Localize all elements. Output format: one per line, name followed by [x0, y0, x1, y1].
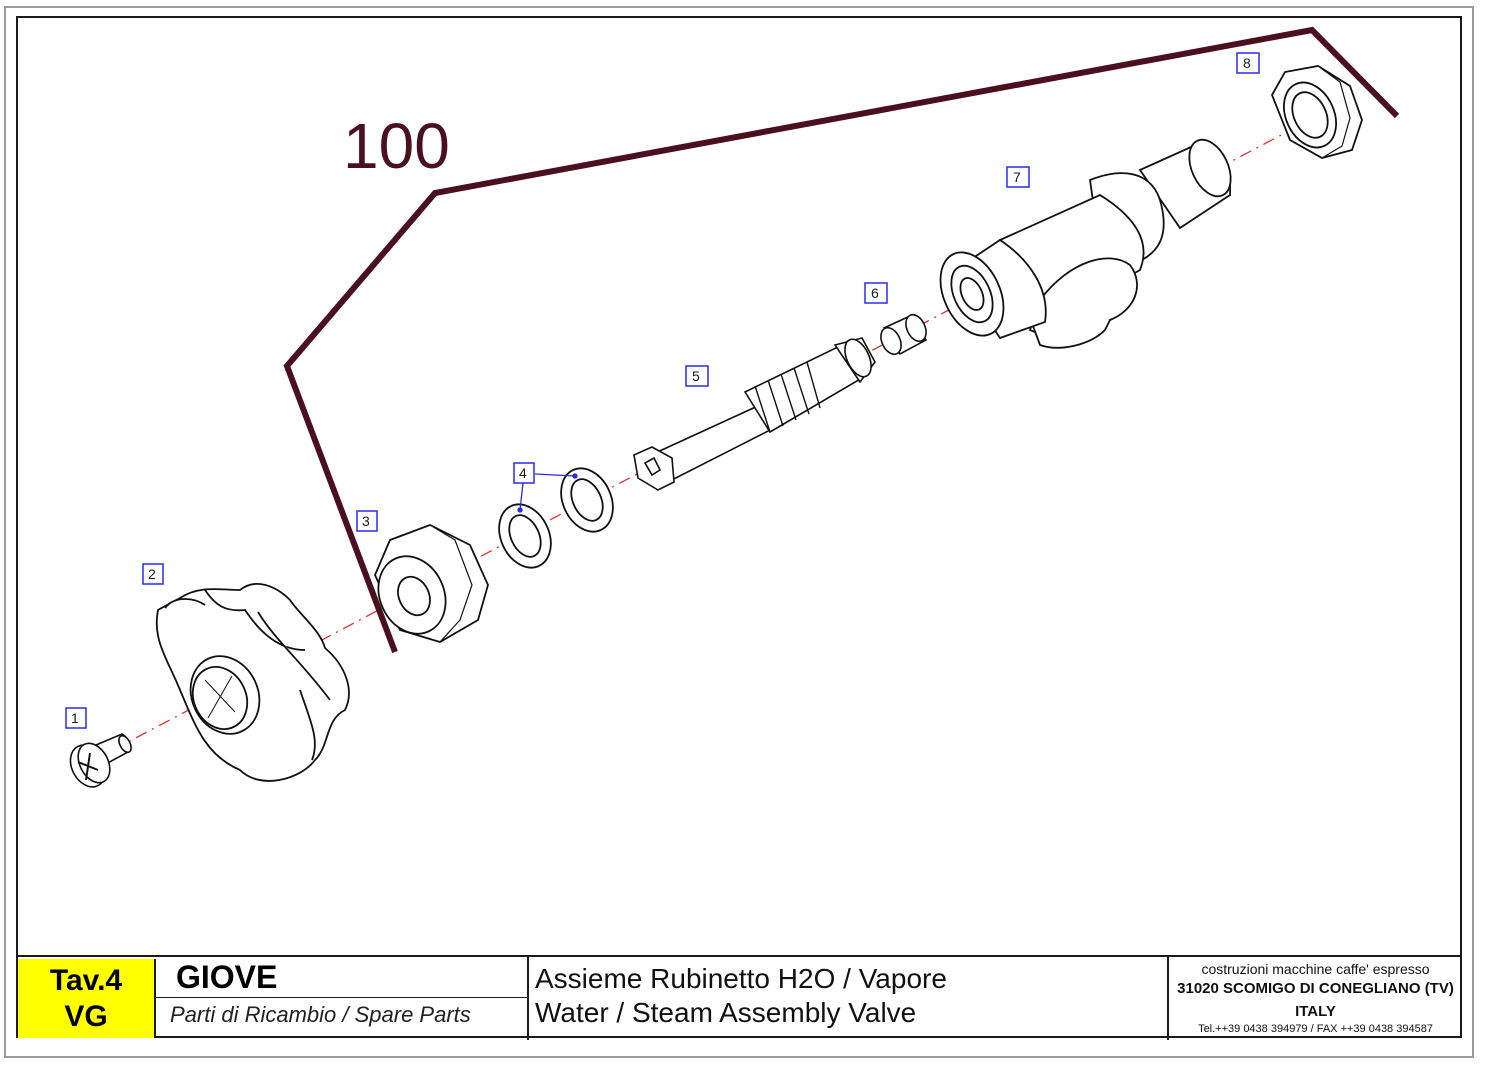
- callout-3: 3: [356, 510, 378, 532]
- table-number-cell: Tav.4 VG: [18, 959, 156, 1038]
- part-1-screw: [69, 733, 132, 788]
- part-6-seal: [880, 313, 928, 356]
- company-cell: costruzioni macchine caffe' espresso 310…: [1169, 957, 1462, 1040]
- callout-8: 8: [1236, 52, 1260, 74]
- table-number: Tav.4: [49, 964, 123, 997]
- part-3-hex-nut: [374, 524, 489, 643]
- spare-parts-subtitle: Parti di Ricambio / Spare Parts: [170, 1002, 471, 1027]
- svg-text:7: 7: [1013, 169, 1021, 185]
- outer-frame: [4, 6, 1474, 1058]
- svg-text:3: 3: [362, 513, 370, 529]
- model-cell: GIOVE Parti di Ricambio / Spare Parts: [156, 957, 529, 1040]
- company-contacts: Tel.++39 0438 394979 / FAX ++39 0438 394…: [1198, 1023, 1433, 1035]
- description-italian: Assieme Rubinetto H2O / Vapore: [535, 963, 947, 994]
- company-country: ITALY: [1295, 1003, 1336, 1020]
- assembly-number-label: 100: [343, 110, 450, 182]
- title-block: Tav.4 VG GIOVE Parti di Ricambio / Spare…: [16, 955, 1462, 1040]
- svg-text:6: 6: [871, 285, 879, 301]
- callout-4-leaders: [517, 473, 578, 513]
- assembly-bracket-line: [283, 26, 1400, 654]
- callout-7: 7: [1006, 166, 1030, 188]
- part-8-hex-nut: [1271, 65, 1363, 159]
- svg-text:8: 8: [1243, 55, 1251, 71]
- description-cell: Assieme Rubinetto H2O / Vapore Water / S…: [529, 957, 1169, 1040]
- svg-text:1: 1: [71, 710, 79, 726]
- callout-4: 4: [513, 462, 535, 484]
- model-code: VG: [64, 1000, 108, 1033]
- model-name: GIOVE: [176, 959, 278, 995]
- drawing-frame: [16, 16, 1462, 1038]
- company-tagline: costruzioni macchine caffe' espresso: [1201, 961, 1430, 977]
- model-divider: [156, 997, 527, 998]
- svg-text:4: 4: [519, 465, 527, 481]
- callout-1: 1: [65, 707, 87, 729]
- company-address: 31020 SCOMIGO DI CONEGLIANO (TV): [1177, 980, 1454, 997]
- svg-text:5: 5: [692, 368, 700, 384]
- callout-5: 5: [685, 365, 709, 387]
- part-2-knob: [155, 583, 350, 782]
- svg-text:2: 2: [148, 566, 156, 582]
- callout-6: 6: [864, 282, 888, 304]
- description-english: Water / Steam Assembly Valve: [535, 997, 917, 1028]
- part-7-valve-body: [939, 138, 1232, 349]
- part-5-valve-stem: [633, 337, 876, 491]
- callout-2: 2: [142, 563, 164, 585]
- part-4-washers: [498, 467, 614, 569]
